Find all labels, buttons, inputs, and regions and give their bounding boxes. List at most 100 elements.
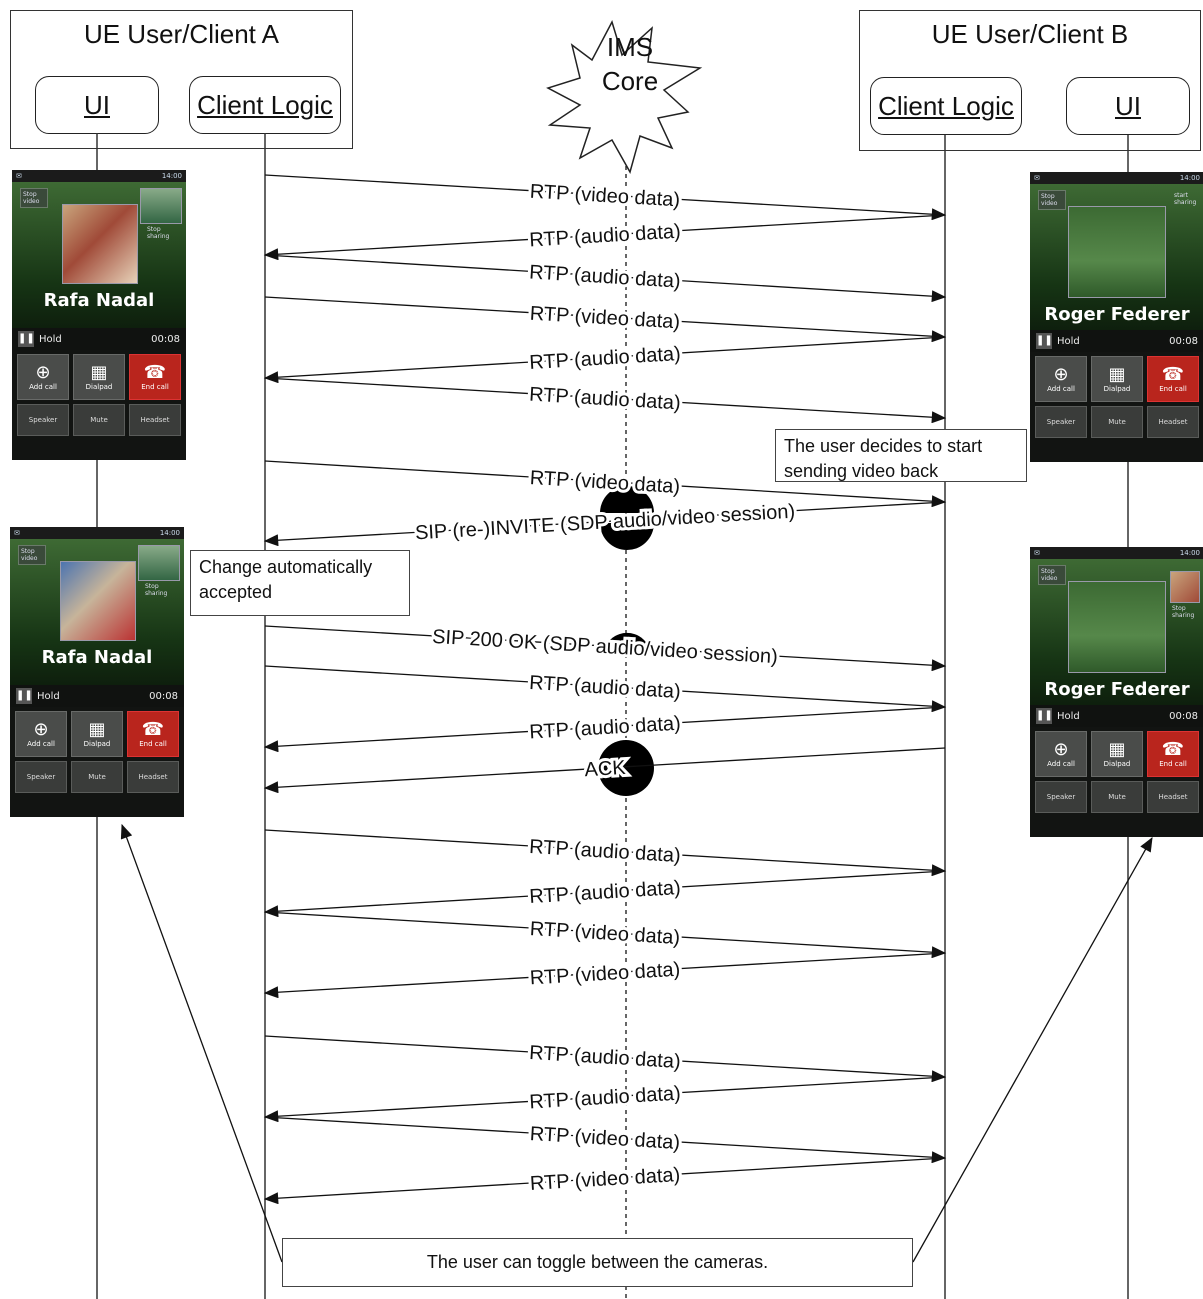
pause-icon: ❚❚ <box>18 331 35 347</box>
message-label-10: RTP (audio data) <box>529 672 682 703</box>
caller-name: Rafa Nadal <box>43 290 155 311</box>
add-call-button[interactable]: ⊕Add call <box>1035 731 1087 777</box>
status-bar: ✉14:00 <box>10 527 184 539</box>
headset-button[interactable]: Headset <box>1147 406 1199 438</box>
stop-sharing-button[interactable]: Stop sharing <box>147 226 170 240</box>
start-sharing-button[interactable]: start sharing <box>1174 192 1197 206</box>
end-call-button[interactable]: ☎End call <box>1147 356 1199 402</box>
headset-button[interactable]: Headset <box>127 761 179 793</box>
call-timer: 00:08 <box>1169 335 1198 347</box>
plus-icon: ⊕ <box>1053 364 1069 385</box>
dialpad-button[interactable]: ▦Dialpad <box>71 711 123 757</box>
stop-video-button[interactable]: Stop video <box>18 545 46 565</box>
message-arrow-13 <box>264 829 947 877</box>
toggle-pointer-b <box>912 836 1153 1263</box>
message-arrow-12 <box>263 747 946 794</box>
message-arrow-11 <box>263 706 946 753</box>
hangup-icon: ☎ <box>1161 364 1185 385</box>
add-call-button[interactable]: ⊕Add call <box>17 354 69 400</box>
add-call-label: Add call <box>27 740 55 748</box>
message-arrow-19 <box>264 1116 947 1164</box>
add-call-button[interactable]: ⊕Add call <box>1035 356 1087 402</box>
message-arrow-20 <box>263 1157 946 1205</box>
message-label-11: RTP (audio data) <box>529 713 682 744</box>
message-arrow-14 <box>263 870 946 918</box>
message-label-18: RTP (audio data) <box>529 1083 682 1114</box>
note-auto-accepted: Change automatically accepted <box>190 550 410 616</box>
end-call-label: End call <box>1159 385 1187 393</box>
caller-name: Roger Federer <box>1044 304 1190 325</box>
message-arrow-18 <box>263 1076 946 1123</box>
message-label-2: RTP (audio data) <box>529 221 682 252</box>
dialpad-button[interactable]: ▦Dialpad <box>1091 356 1143 402</box>
call-timer: 00:08 <box>1169 710 1198 722</box>
call-timer: 00:08 <box>149 690 178 702</box>
stop-sharing-button[interactable]: Stop sharing <box>145 583 168 597</box>
caller-photo <box>62 204 138 284</box>
stop-video-button[interactable]: Stop video <box>1038 565 1066 585</box>
stop-video-button[interactable]: Stop video <box>20 188 48 208</box>
core-marker-3 <box>598 740 654 796</box>
status-bar: ✉14:00 <box>1030 547 1203 559</box>
mute-button[interactable]: Mute <box>71 761 123 793</box>
headset-button[interactable]: Headset <box>129 404 181 436</box>
status-time: 14:00 <box>161 172 182 180</box>
dialpad-button[interactable]: ▦Dialpad <box>1091 731 1143 777</box>
client-b-title: UE User/Client B <box>931 19 1129 49</box>
hangup-icon: ☎ <box>1161 739 1185 760</box>
note-start-video: The user decides to start sending video … <box>775 429 1027 482</box>
caller-name: Roger Federer <box>1044 679 1190 700</box>
hold-label: Hold <box>39 334 62 345</box>
dialpad-icon: ▦ <box>88 719 106 740</box>
phone-b-top: ✉14:00 Stop video start sharing Roger Fe… <box>1030 172 1203 462</box>
preview-photo <box>1170 571 1200 603</box>
status-time: 14:00 <box>159 529 180 537</box>
end-call-button[interactable]: ☎End call <box>1147 731 1199 777</box>
pause-icon: ❚❚ <box>1036 708 1053 724</box>
message-label-15: RTP (video data) <box>529 918 681 949</box>
stop-video-button[interactable]: Stop video <box>1038 190 1066 210</box>
speaker-button[interactable]: Speaker <box>15 761 67 793</box>
message-label-20: RTP (video data) <box>529 1164 681 1195</box>
end-call-button[interactable]: ☎End call <box>129 354 181 400</box>
speaker-button[interactable]: Speaker <box>17 404 69 436</box>
caller-name: Rafa Nadal <box>41 647 153 668</box>
headset-button[interactable]: Headset <box>1147 781 1199 813</box>
end-call-label: End call <box>141 383 169 391</box>
add-call-label: Add call <box>29 383 57 391</box>
preview-photo <box>138 545 180 581</box>
message-arrow-1 <box>264 174 947 221</box>
ims-core-burst <box>546 20 703 174</box>
mute-button[interactable]: Mute <box>1091 406 1143 438</box>
hangup-icon: ☎ <box>141 719 165 740</box>
mute-button[interactable]: Mute <box>73 404 125 436</box>
message-label-17: RTP (audio data) <box>529 1042 682 1073</box>
mute-button[interactable]: Mute <box>1091 781 1143 813</box>
dialpad-label: Dialpad <box>1103 760 1131 768</box>
speaker-button[interactable]: Speaker <box>1035 781 1087 813</box>
phone-b-bottom: ✉14:00 Stop video Stop sharing Roger Fed… <box>1030 547 1203 837</box>
hangup-icon: ☎ <box>143 362 167 383</box>
speaker-button[interactable]: Speaker <box>1035 406 1087 438</box>
plus-icon: ⊕ <box>35 362 51 383</box>
core-line1: IMS <box>606 32 654 62</box>
stop-sharing-button[interactable]: Stop sharing <box>1172 605 1195 619</box>
core-marker-1 <box>600 486 654 550</box>
core-marker-2 <box>604 632 650 650</box>
dialpad-label: Dialpad <box>83 740 111 748</box>
message-arrow-3 <box>264 254 947 303</box>
hold-label: Hold <box>1057 711 1080 722</box>
dialpad-button[interactable]: ▦Dialpad <box>73 354 125 400</box>
core-line2: Core <box>601 66 659 96</box>
end-call-button[interactable]: ☎End call <box>127 711 179 757</box>
message-label-1: RTP (video data) <box>529 181 680 212</box>
add-call-button[interactable]: ⊕Add call <box>15 711 67 757</box>
hold-row[interactable]: ❚❚ Hold 00:08 <box>1030 705 1203 727</box>
message-label-16: RTP (video data) <box>529 959 680 990</box>
message-label-9: SIP 200 OK (SDP audio/video session) <box>432 626 779 668</box>
toggle-pointer-a <box>120 823 283 1263</box>
